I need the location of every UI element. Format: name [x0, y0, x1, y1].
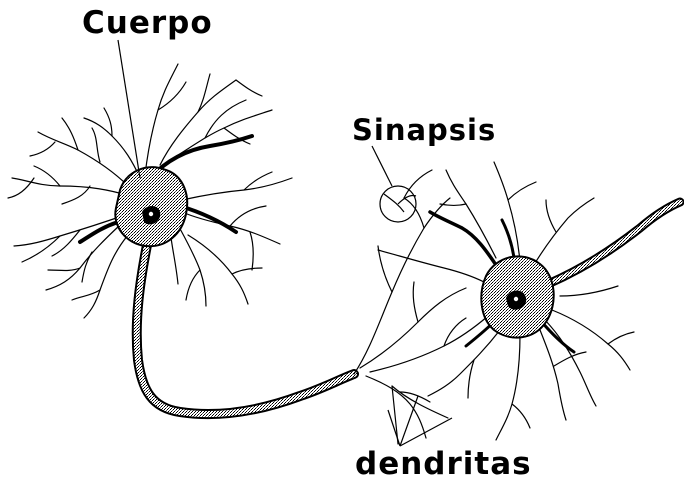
sinapsis-leader-line	[372, 146, 392, 186]
left-neuron-body	[115, 167, 187, 246]
dendritas-leader-line-3	[400, 418, 452, 446]
axon-terminals	[354, 170, 488, 444]
label-leader-lines	[118, 40, 452, 446]
right-neuron-trunks	[430, 202, 680, 352]
label-sinapsis: Sinapsis	[352, 116, 496, 145]
axon	[137, 240, 354, 414]
label-dendritas: dendritas	[355, 449, 532, 480]
label-cuerpo: Cuerpo	[82, 8, 213, 39]
right-neuron-body	[481, 256, 553, 337]
dendritas-leader-line-1	[388, 410, 400, 446]
